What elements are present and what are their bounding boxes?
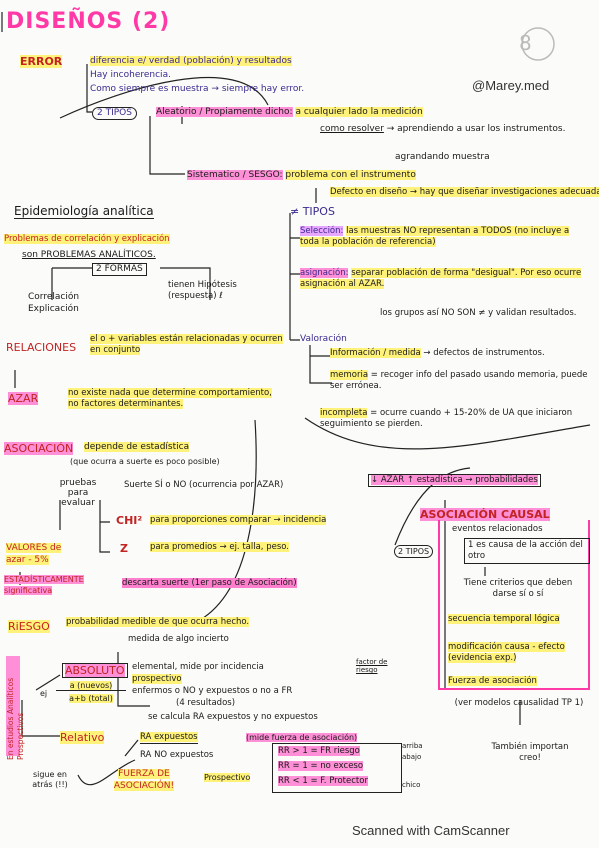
riesgo-abajo: abajo [402, 753, 422, 761]
riesgo-rr1: RR > 1 = FR riesgo [278, 746, 360, 756]
riesgo-side: En estudios Analíticos Prospectivos [6, 677, 25, 760]
causal-tipos: 2 TIPOS [394, 545, 434, 558]
asociacion-chi: CHI² [116, 514, 143, 527]
error-aleatorio-desc: a cualquier lado la medición [295, 107, 423, 117]
tipos-incompleta-desc: ocurre cuando + 15-20% de UA que iniciar… [320, 408, 573, 429]
tipos-memoria: memoria [330, 370, 369, 380]
causal-c2: modificación causa - efecto (evidencia e… [448, 642, 565, 663]
riesgo-ra-noexp: RA NO expuestos [140, 750, 214, 760]
epi-correlacion: Correlación [28, 292, 80, 302]
riesgo-sigue: sigue en atrás (!!) [32, 770, 68, 789]
tipos-info-desc: defectos de instrumentos. [433, 348, 545, 358]
riesgo-factor: factor de riesgo [356, 658, 388, 674]
error-resolver-a: aprendiendo a usar los instrumentos. [397, 124, 566, 134]
riesgo-prospectivo: Prospectivo [204, 773, 251, 782]
riesgo-side-bar [6, 656, 20, 756]
error-sist-b: Defecto en diseño → hay que diseñar inve… [330, 187, 599, 197]
relaciones-label: RELACIONES [6, 341, 77, 354]
causal-e2: 1 es causa de la acción del otro [464, 538, 590, 564]
asociacion-suerte: Suerte SÍ o NO (ocurrencia por AZAR) [124, 480, 284, 490]
riesgo-rr2: RR = 1 = no exceso [278, 761, 364, 771]
tipos-info: Información / medida [330, 348, 421, 358]
page-title: DISEÑOS (2) [6, 9, 171, 34]
azar-label: AZAR [8, 392, 39, 405]
asociacion-desc-2: (que ocurra a suerte es poco posible) [70, 457, 220, 466]
azar-desc: no existe nada que determine comportamie… [68, 388, 272, 409]
tipos-valoracion: Valoración [300, 334, 347, 344]
causal-tiene: Tiene criterios que deben darse sí o sí [463, 578, 573, 599]
tipos-asignacion: asignación: [300, 268, 349, 278]
riesgo-formula-num: a (nuevos) [69, 681, 113, 690]
riesgo-abs2: prospectivo [132, 674, 182, 684]
causal-c1: secuencia temporal lógica [448, 614, 560, 624]
riesgo-chico: chico [402, 781, 421, 789]
error-line-1: diferencia e/ verdad (población) y resul… [90, 56, 292, 66]
asociacion-azar-est: ↓ AZAR ↑ estadística → probabilidades [371, 475, 538, 485]
logo-number: 8 [519, 31, 532, 55]
tipos-incompleta: incompleta [320, 408, 368, 418]
riesgo-relativo: Relativo [60, 731, 105, 744]
causal-tambien: También importan creo! [491, 742, 569, 763]
error-aleatorio: Aleatorio / Propiamente dicho: [156, 107, 293, 117]
riesgo-rr-box [272, 743, 402, 793]
riesgo-ej: ej [40, 689, 48, 698]
riesgo-fuerza: FUERZA DE ASOCIACIÓN! [113, 769, 175, 791]
error-line-2: Hay incoherencia. [90, 70, 171, 80]
riesgo-abs5: se calcula RA expuestos y no expuestos [148, 712, 318, 722]
error-tipos: 2 TIPOS [92, 107, 137, 120]
asociacion-pruebas: pruebas para evaluar [59, 478, 97, 508]
causal-label: ASOCIACIÓN CAUSAL [420, 508, 550, 521]
causal-c3: Fuerza de asociación [448, 676, 537, 686]
error-line-3: Como siempre es muestra → siempre hay er… [90, 84, 305, 94]
asociacion-valores: VALORES de azar - 5% [6, 543, 62, 565]
riesgo-arriba: arriba [402, 742, 423, 750]
riesgo-formula-den: a+b (total) [69, 694, 113, 703]
epi-title: Epidemiología analítica [14, 204, 154, 219]
asociacion-descarta: descarta suerte (1er paso de Asociación) [122, 578, 297, 588]
error-resolver-b: agrandando muestra [395, 152, 490, 162]
riesgo-ra-exp: RA expuestos [140, 732, 198, 742]
riesgo-rr3: RR < 1 = F. Protector [278, 776, 368, 786]
causal-box [438, 520, 590, 690]
asociacion-chi-desc: para proporciones comparar → incidencia [150, 515, 327, 525]
riesgo-mide: (mide fuerza de asociación) [246, 733, 358, 742]
riesgo-desc: probabilidad medible de que ocurra hecho… [66, 617, 250, 627]
asociacion-label: ASOCIACIÓN [4, 442, 74, 455]
error-sistematico: Sistematico / SESGO: [187, 170, 283, 180]
riesgo-desc-2: medida de algo incierto [128, 634, 229, 644]
tipos-asignacion-desc-2: los grupos así NO SON ≠ y validan result… [380, 308, 577, 318]
riesgo-absoluto: ABSOLUTO [65, 664, 125, 677]
tipos-label: ≠ TIPOS [290, 205, 335, 218]
causal-modelos: (ver modelos causalidad TP 1) [454, 698, 584, 708]
epi-explicacion: Explicación [28, 304, 79, 314]
asociacion-z: Z [120, 542, 128, 555]
riesgo-abs4: (4 resultados) [176, 698, 236, 708]
riesgo-abs3: enfermos o NO y expuestos o no a FR [132, 686, 293, 696]
epi-line-2: son PROBLEMAS ANALÍTICOS. [22, 250, 156, 260]
epi-hipotesis: tienen Hipótesis (respuesta) ℓ [168, 280, 237, 301]
asociacion-desc: depende de estadística [84, 442, 190, 452]
logo-circle [521, 27, 555, 61]
tipos-memoria-desc: recoger info del pasado usando memoria, … [330, 370, 588, 391]
riesgo-abs1: elemental, mide por incidencia [132, 662, 264, 672]
epi-formas: 2 FORMAS [92, 263, 147, 276]
riesgo-formula-line [56, 690, 126, 691]
error-como-resolver: como resolver [320, 124, 384, 134]
watermark: @Marey.med [472, 78, 550, 93]
asociacion-estad: ESTADÍSTICAMENTE significativa [4, 575, 84, 595]
footer-text: Scanned with CamScanner [352, 823, 510, 838]
error-sist-a: problema con el instrumento [285, 170, 416, 180]
epi-line-1: Problemas de correlación y explicación [4, 234, 170, 244]
causal-e1: eventos relacionados [452, 524, 543, 534]
error-label: ERROR [20, 55, 63, 68]
riesgo-label: RiESGO [8, 620, 50, 633]
tipos-seleccion: Selección: [300, 226, 344, 236]
relaciones-desc: el o + variables están relacionadas y oc… [90, 334, 283, 355]
asociacion-z-desc: para promedios → ej. talla, peso. [150, 542, 290, 552]
